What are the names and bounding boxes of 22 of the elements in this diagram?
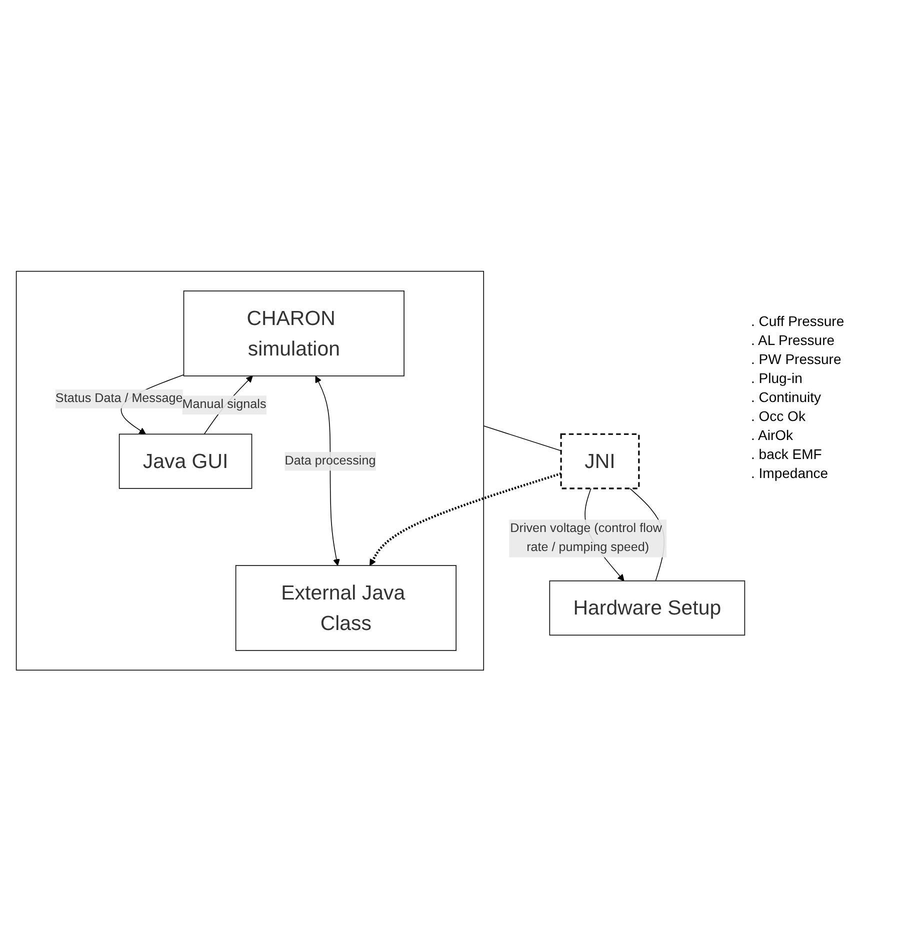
edge-label: Driven voltage (control flow rate / pumping speed) [510, 522, 662, 554]
signal-name: . Plug-in [751, 370, 804, 386]
signal-name: . PW Pressure [751, 351, 842, 367]
node-box: External Java Class [235, 565, 456, 652]
signal-name: . Continuity [751, 389, 822, 405]
node-box: Hardware Setup [549, 580, 746, 636]
signal-name: . back EMF [751, 446, 823, 462]
arrow [315, 376, 340, 566]
edge-label: Manual signals [182, 398, 266, 412]
signal-name: . Occ Ok [751, 408, 806, 424]
node-box: Java GUI [118, 434, 252, 490]
edge-label: Data processing [284, 454, 376, 468]
cluster [16, 271, 484, 671]
arrow [370, 472, 562, 566]
signal-name: . AL Pressure [751, 332, 836, 348]
signal-name: . AirOk [751, 427, 794, 443]
signal-name: . Cuff Pressure [751, 313, 846, 329]
node-box: CHARON simulation [183, 290, 404, 377]
connector [483, 426, 562, 452]
signal-name: . Impedance [751, 465, 830, 481]
node-box: JNI [560, 434, 640, 490]
edge-label: Status Data / Message [55, 392, 183, 406]
